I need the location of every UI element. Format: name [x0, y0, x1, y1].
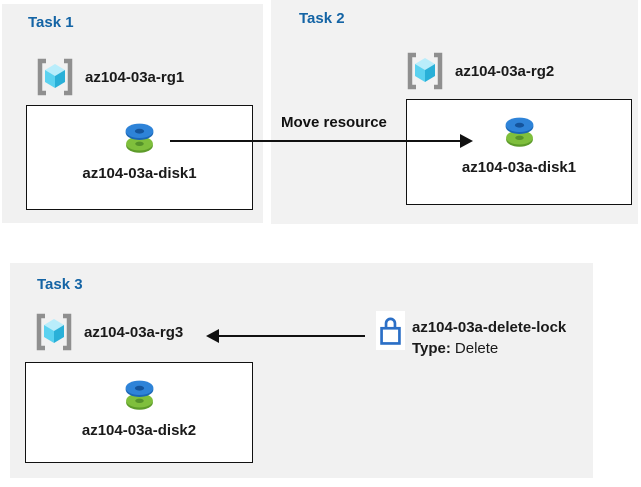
delete-lock-arrowhead-icon [206, 329, 219, 343]
disk-icon [125, 123, 154, 153]
task1-title: Task 1 [28, 14, 74, 31]
resource-group-icon [407, 52, 443, 90]
task2-disk-box: az104-03a-disk1 [406, 99, 632, 205]
task3-title: Task 3 [37, 276, 83, 293]
disk-icon [125, 380, 153, 410]
move-resource-label: Move resource [281, 114, 387, 131]
move-resource-arrow-line [170, 140, 462, 142]
delete-lock-name: az104-03a-delete-lock [412, 319, 567, 336]
task3-resource-group-row: az104-03a-rg3 [34, 312, 183, 352]
delete-lock-type-line: Type:Delete [412, 338, 566, 359]
task1-disk-box: az104-03a-disk1 [26, 105, 253, 210]
delete-lock-type-label: Type: [412, 340, 451, 357]
task3-disk-label: az104-03a-disk2 [81, 422, 197, 439]
task3-disk-box: az104-03a-disk2 [25, 362, 253, 463]
task1-resource-group-label: az104-03a-rg1 [85, 68, 185, 86]
resource-group-icon [36, 313, 72, 351]
task2-resource-group-label: az104-03a-rg2 [455, 62, 555, 80]
move-resource-arrowhead-icon [460, 134, 473, 148]
delete-lock-arrow-line [219, 335, 365, 337]
task3-resource-group-label: az104-03a-rg3 [84, 323, 184, 341]
delete-lock-text-block: az104-03a-delete-lock Type:Delete [412, 317, 566, 359]
task1-panel: Task 1 az104-03a-rg1 az104-03a-disk1 [2, 4, 263, 223]
disk-icon [505, 117, 533, 147]
task2-panel: Task 2 az104-03a-rg2 az104-03a-disk1 [271, 0, 638, 224]
delete-lock-icon-tile [376, 311, 405, 350]
task2-resource-group-row: az104-03a-rg2 [405, 51, 554, 91]
resource-group-icon [37, 58, 73, 96]
task2-disk-label: az104-03a-disk1 [461, 159, 577, 176]
task3-panel: Task 3 az104-03a-rg3 az104-03a-disk2 [10, 263, 593, 478]
task1-resource-group-row: az104-03a-rg1 [35, 57, 184, 97]
delete-lock-type-value: Delete [454, 340, 499, 357]
task2-title: Task 2 [299, 10, 345, 27]
task1-disk-label: az104-03a-disk1 [82, 165, 197, 182]
lock-icon [380, 317, 401, 345]
